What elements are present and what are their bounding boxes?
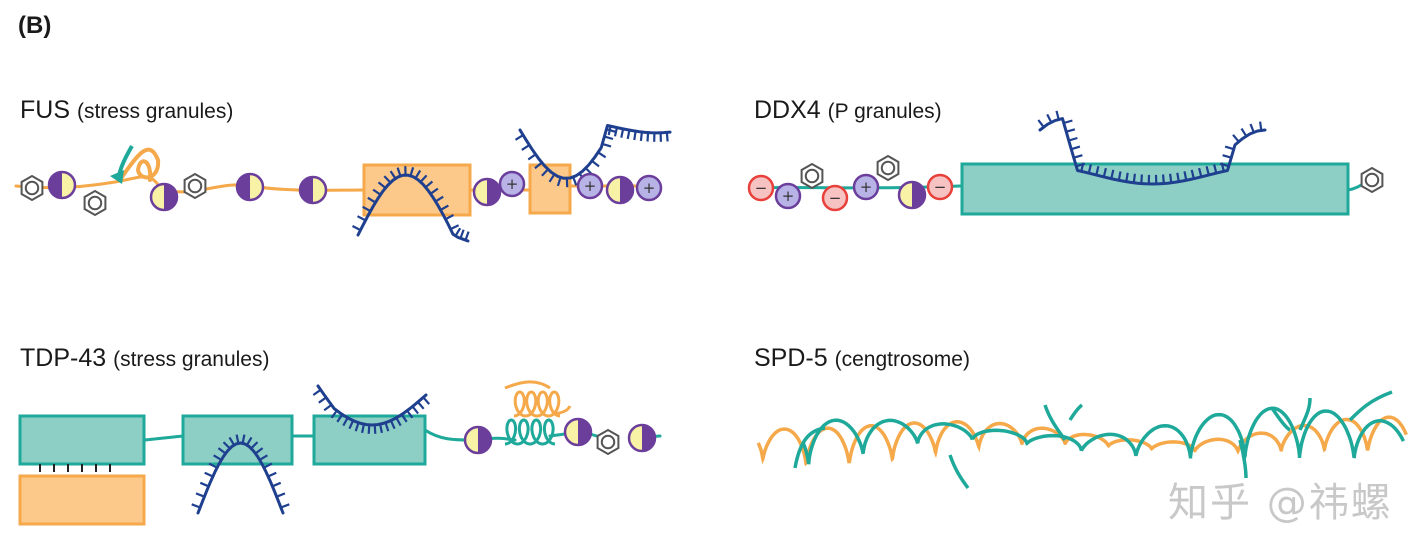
alpha-helix (504, 418, 556, 446)
negative-charge: − (747, 174, 775, 202)
phenyl-ring (20, 174, 44, 202)
positive-charge: + (774, 182, 802, 210)
dimer-contacts (39, 464, 111, 472)
ntd-partner-domain (18, 474, 146, 526)
title-ddx4: DDX4 (P granules) (754, 96, 942, 125)
watermark: 知乎 @祎螺 (1168, 480, 1393, 526)
minus-sign: − (755, 179, 768, 197)
protein-name: DDX4 (754, 96, 821, 124)
rna-strands (191, 110, 1267, 515)
rrm2-domain (312, 414, 427, 466)
aromatic-residue (627, 423, 657, 453)
plus-sign: + (643, 179, 656, 197)
rna-bases (351, 166, 470, 241)
coiled-coil-chain-b (801, 406, 1405, 465)
granule-type: (stress granules) (113, 348, 270, 371)
rna-bases (191, 434, 290, 509)
aromatic-residue (235, 172, 265, 202)
positive-charge: + (852, 173, 880, 201)
title-spd5: SPD-5 (cengtrosome) (754, 344, 970, 373)
positive-charge: + (576, 172, 604, 200)
protein-name: SPD-5 (754, 344, 828, 372)
plus-sign: + (506, 175, 519, 193)
partner-chain (504, 380, 572, 416)
phenyl-ring (1360, 166, 1384, 194)
plus-sign: + (860, 178, 873, 196)
rna-strand (514, 124, 672, 188)
helicase-domain (960, 162, 1350, 216)
minus-sign: − (934, 178, 947, 196)
rna-strand (351, 166, 470, 243)
phenyl-ring (183, 172, 207, 200)
aromatic-residue (605, 175, 635, 205)
protein-name: FUS (20, 96, 70, 124)
rna-strand (191, 434, 290, 515)
backbone (478, 432, 662, 442)
plus-sign: + (584, 177, 597, 195)
rrm-domain (362, 163, 472, 217)
alpha-helix (513, 390, 561, 418)
protein-name: TDP-43 (20, 344, 107, 372)
positive-charge: + (635, 174, 663, 202)
positive-charge: + (498, 170, 526, 198)
rna-strand (312, 384, 431, 434)
arrow-head (110, 170, 124, 184)
plus-sign: + (782, 187, 795, 205)
phenyl-ring (800, 162, 824, 190)
granule-type: (cengtrosome) (834, 348, 970, 371)
negative-charge: − (926, 173, 954, 201)
rna-strand (1037, 110, 1267, 186)
granule-type: (P granules) (827, 100, 942, 123)
chain-termini (793, 390, 1393, 490)
phenyl-ring (83, 189, 107, 217)
title-tdp43: TDP-43 (stress granules) (20, 344, 269, 373)
aromatic-residue (149, 182, 179, 212)
ntd-domain (18, 414, 146, 466)
aromatic-residue (897, 180, 927, 210)
rna-bases (312, 388, 431, 434)
phenyl-ring (596, 428, 620, 456)
minus-sign: − (829, 189, 842, 207)
domain-shapes (18, 144, 1408, 526)
rna-bases (1037, 110, 1263, 184)
aromatic-residue (463, 425, 493, 455)
phenyl-ring (876, 154, 900, 182)
title-fus: FUS (stress granules) (20, 96, 233, 125)
residue-motifs: +++−+−+− (20, 154, 1384, 456)
negative-charge: − (821, 184, 849, 212)
aromatic-residue (47, 170, 77, 200)
panel-label: (B) (18, 12, 52, 39)
rna-bases (514, 125, 669, 188)
aromatic-residue (563, 417, 593, 447)
beta-hairpin (118, 147, 161, 182)
aromatic-residue (472, 177, 502, 207)
granule-type: (stress granules) (76, 100, 234, 123)
aromatic-residue (298, 175, 328, 205)
